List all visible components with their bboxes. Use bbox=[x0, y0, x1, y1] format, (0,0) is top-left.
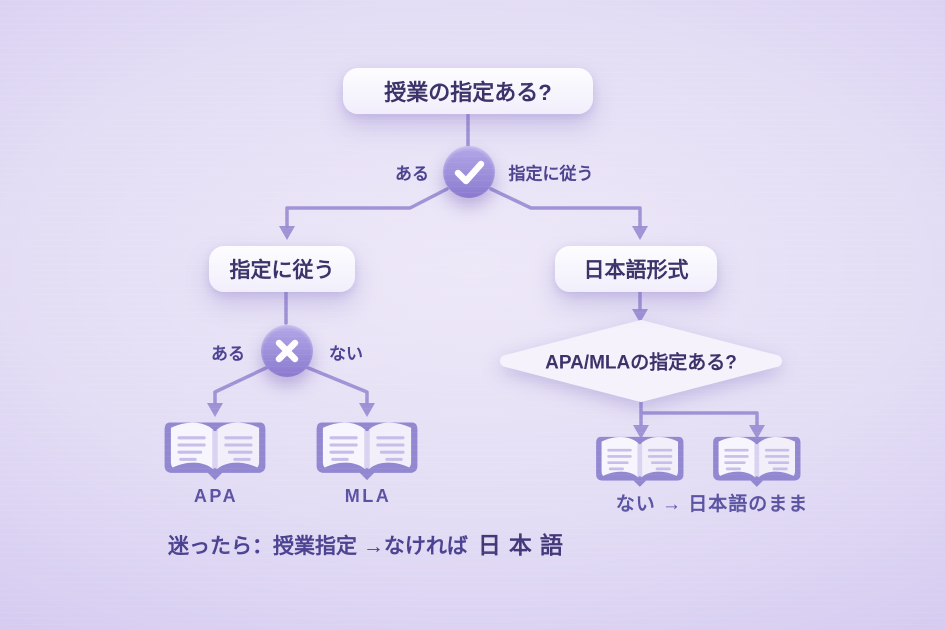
label-check-yes: ある bbox=[395, 164, 429, 184]
footer-emphasis: 日本語 bbox=[477, 532, 571, 558]
connector-check-to-left-box bbox=[279, 187, 449, 240]
connector-x-to-apa bbox=[207, 365, 270, 417]
book-icon bbox=[711, 435, 802, 489]
book-icon bbox=[594, 435, 685, 489]
connector-x-to-mla bbox=[304, 365, 375, 417]
book-icon bbox=[315, 420, 419, 482]
decision-diamond-label: APA/MLAの指定ある? bbox=[545, 352, 737, 374]
connector-rightbox-to-diamond bbox=[632, 290, 648, 323]
footer-note: 迷ったら：授業指定 →なければ 日本語 bbox=[168, 526, 571, 560]
node-root-question: 授業の指定ある? bbox=[343, 68, 593, 114]
node-japanese-format: 日本語形式 bbox=[555, 246, 717, 292]
outcome-label-mla: MLA bbox=[344, 486, 392, 506]
book-icon bbox=[163, 420, 267, 482]
label-x-no: ない bbox=[329, 344, 363, 364]
label-x-yes: ある bbox=[211, 344, 245, 364]
connector-check-to-right-box bbox=[489, 187, 648, 240]
footer-note-text: 迷ったら：授業指定 →なければ bbox=[168, 535, 468, 558]
x-icon bbox=[275, 339, 299, 363]
check-node bbox=[443, 146, 495, 198]
decision-diamond bbox=[500, 320, 782, 402]
connector-diamond-to-books bbox=[633, 396, 765, 439]
node-follow-spec: 指定に従う bbox=[209, 246, 355, 292]
label-check-no: 指定に従う bbox=[508, 164, 594, 184]
x-node bbox=[261, 325, 313, 377]
outcome-label-apa: APA bbox=[193, 486, 239, 506]
check-icon bbox=[454, 160, 485, 185]
outcome-caption: ない → 日本語のまま bbox=[615, 494, 809, 515]
